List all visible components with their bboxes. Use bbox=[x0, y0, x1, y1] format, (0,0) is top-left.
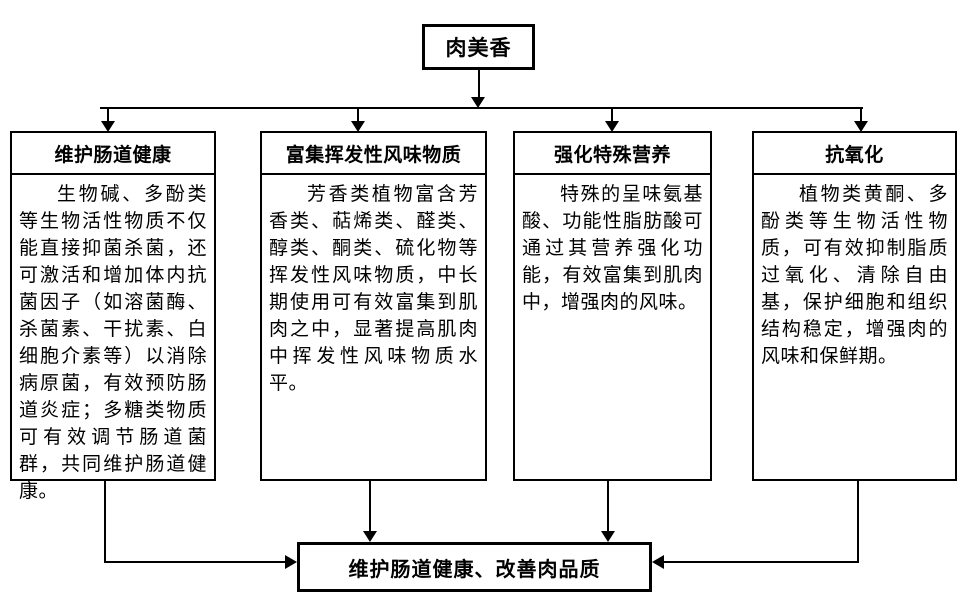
branch-3-title: 强化特殊营养 bbox=[515, 133, 710, 175]
connector-branch-1-across bbox=[104, 561, 285, 563]
connector-branch-3-down bbox=[607, 481, 609, 531]
connector-branch-2-down bbox=[369, 481, 371, 531]
connector-bus bbox=[100, 107, 863, 109]
arrow-left-head-branch-4 bbox=[652, 555, 664, 569]
connector-branch-4-down bbox=[857, 481, 859, 562]
branch-box-flavor-enrichment: 富集挥发性风味物质 芳香类植物富含芳香类、萜烯类、醛类、醇类、酮类、硫化物等挥发… bbox=[260, 131, 487, 481]
arrow-down-head-branch-4 bbox=[854, 121, 868, 132]
outcome-label: 维护肠道健康、改善肉品质 bbox=[348, 558, 601, 581]
connector-branch-1-down bbox=[104, 481, 106, 562]
root-label: 肉美香 bbox=[445, 37, 512, 60]
arrow-down-head-outcome-2 bbox=[363, 531, 377, 542]
connector-drop-branch-1 bbox=[107, 109, 109, 121]
branch-1-body: 生物碱、多酚类等生物活性物质不仅能直接抑菌杀菌，还可激活和增加体内抗菌因子（如溶… bbox=[19, 184, 207, 502]
arrow-down-head-outcome-3 bbox=[601, 531, 615, 542]
connector-root-stem bbox=[478, 69, 480, 97]
branch-box-gut-health: 维护肠道健康 生物碱、多酚类等生物活性物质不仅能直接抑菌杀菌，还可激活和增加体内… bbox=[10, 131, 216, 502]
connector-drop-branch-3 bbox=[611, 109, 613, 121]
branch-box-special-nutrition: 强化特殊营养 特殊的呈味氨基酸、功能性脂肪酸可通过其营养强化功能，有效富集到肌肉… bbox=[513, 131, 712, 481]
branch-box-antioxidant: 抗氧化 植物类黄酮、多酚类等生物活性物质，可有效抑制脂质过氧化、清除自由基，保护… bbox=[752, 131, 957, 481]
arrow-down-head-branch-2 bbox=[351, 121, 365, 132]
branch-4-body: 植物类黄酮、多酚类等生物活性物质，可有效抑制脂质过氧化、清除自由基，保护细胞和组… bbox=[761, 184, 948, 367]
branch-2-body: 芳香类植物富含芳香类、萜烯类、醛类、醇类、酮类、硫化物等挥发性风味物质，中长期使… bbox=[269, 184, 478, 394]
branch-3-body: 特殊的呈味氨基酸、功能性脂肪酸可通过其营养强化功能，有效富集到肌肉中，增强肉的风… bbox=[522, 184, 703, 313]
branch-2-title: 富集挥发性风味物质 bbox=[262, 133, 485, 175]
root-box: 肉美香 bbox=[422, 24, 535, 70]
arrow-down-head-branch-1 bbox=[101, 121, 115, 132]
branch-1-title: 维护肠道健康 bbox=[12, 133, 214, 175]
arrow-down-head-root bbox=[471, 97, 485, 108]
connector-branch-4-across bbox=[664, 561, 859, 563]
connector-drop-branch-2 bbox=[357, 109, 359, 121]
arrow-down-head-branch-3 bbox=[605, 121, 619, 132]
connector-drop-branch-4 bbox=[860, 109, 862, 121]
arrow-right-head-branch-1 bbox=[285, 555, 297, 569]
branch-4-title: 抗氧化 bbox=[754, 133, 955, 175]
outcome-box: 维护肠道健康、改善肉品质 bbox=[297, 542, 652, 592]
